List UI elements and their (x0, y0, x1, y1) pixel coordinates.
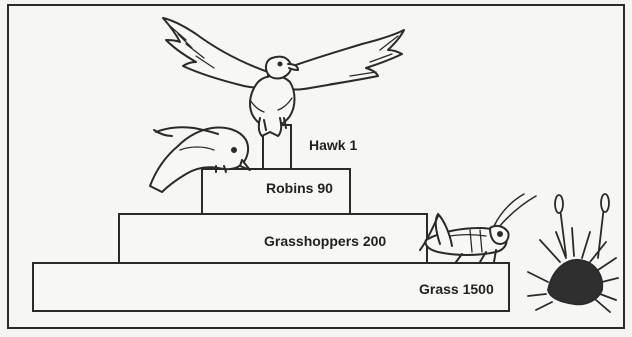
hawk-icon (163, 18, 404, 136)
grass-icon (528, 194, 618, 312)
robin-icon (150, 127, 250, 192)
grasshopper-icon (420, 194, 536, 262)
